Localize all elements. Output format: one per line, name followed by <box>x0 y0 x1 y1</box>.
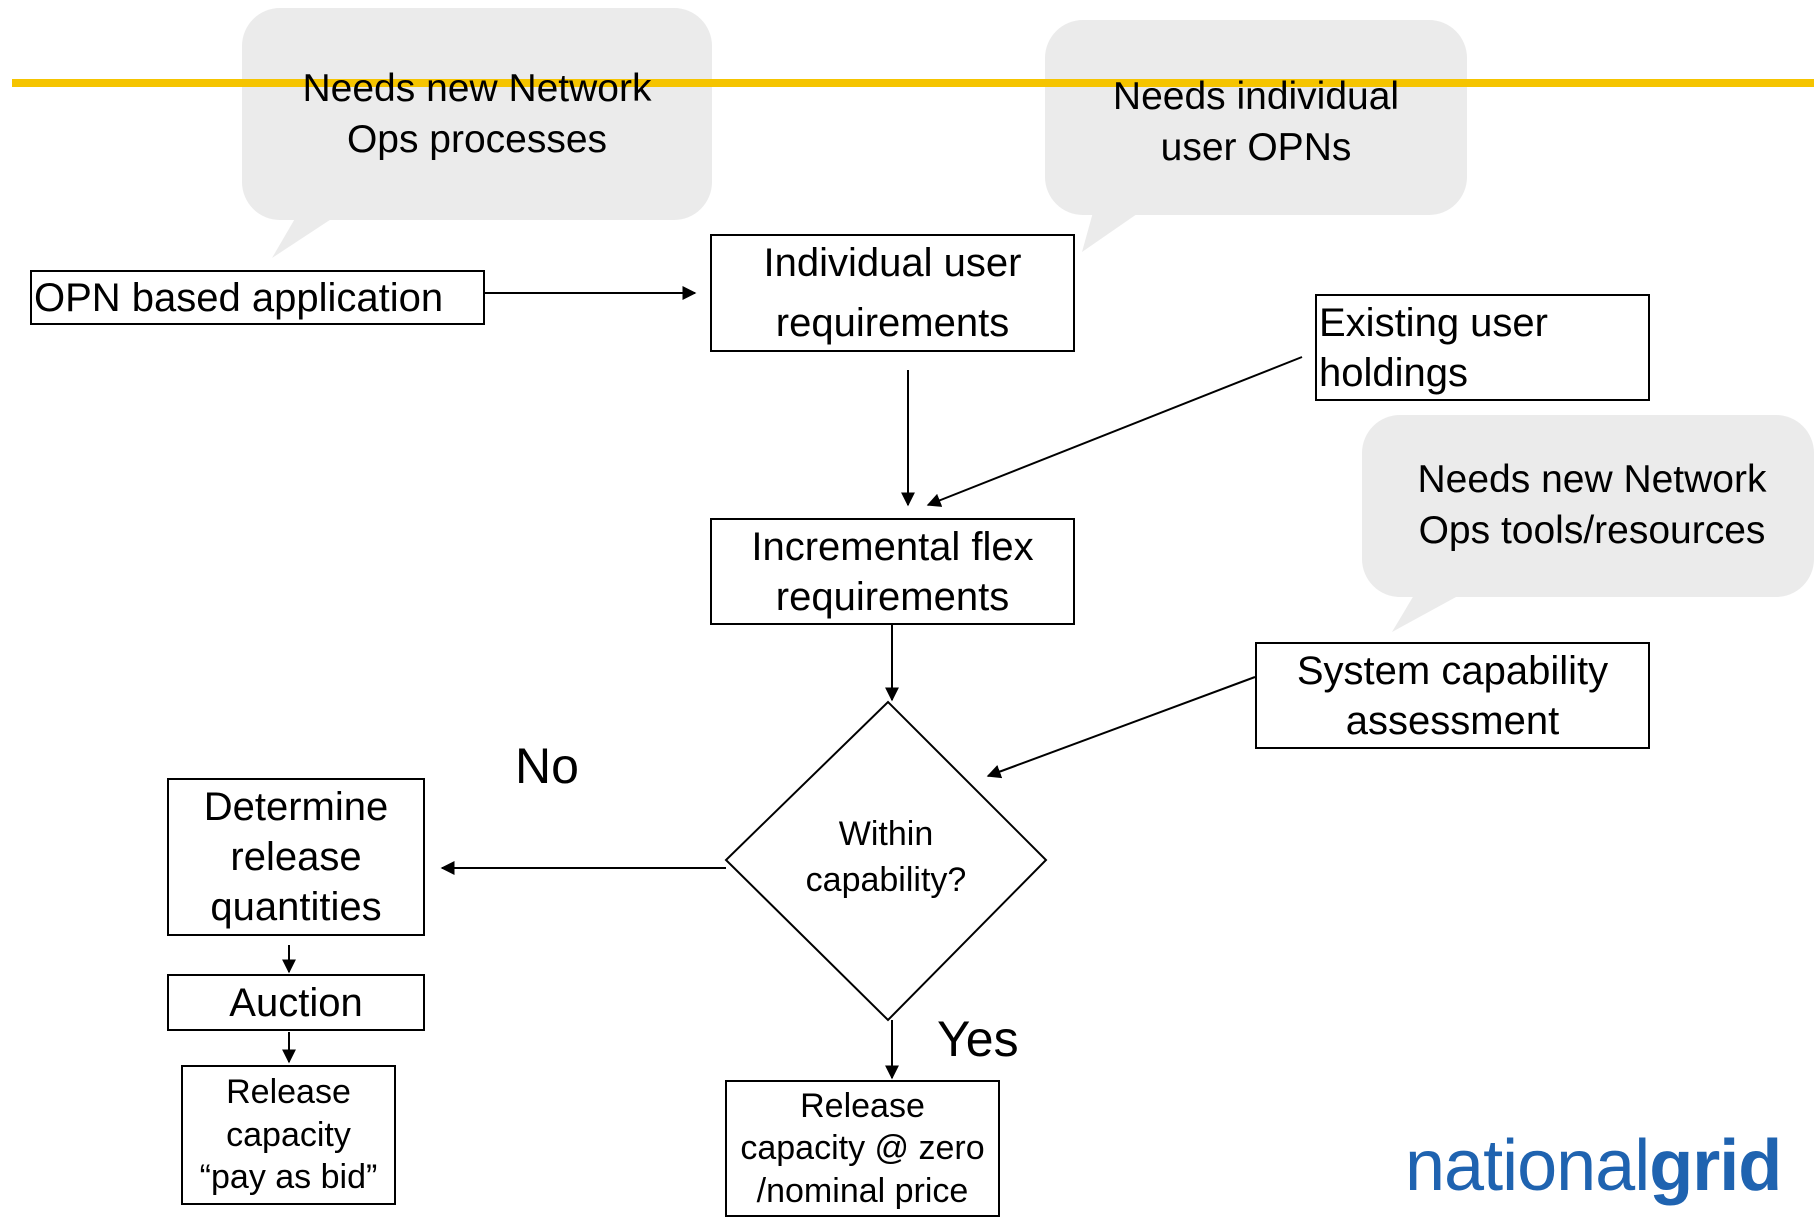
determine-release-label: Determine release quantities <box>203 785 389 929</box>
decision-diamond <box>724 700 1048 1022</box>
callout-processes: Needs new Network Ops processes <box>302 67 652 161</box>
opn-based-application-box: OPN based application <box>30 270 485 325</box>
individual-requirements-label: Individual user requirements <box>763 241 1022 345</box>
existing-holdings-label: Existing user holdings <box>1319 300 1548 395</box>
system-capability-box: System capability assessment <box>1255 642 1650 749</box>
branch-label-no: No <box>515 738 579 794</box>
auction-label: Auction <box>229 980 363 1025</box>
individual-requirements-box: Individual user requirements <box>710 234 1075 352</box>
callout-bubble-processes <box>242 8 712 258</box>
branch-label-yes: Yes <box>937 1011 1019 1067</box>
auction-box: Auction <box>167 974 425 1031</box>
determine-release-box: Determine release quantities <box>167 778 425 936</box>
callout-bubble-tools <box>1362 415 1814 632</box>
arrow-existing-to-incremental <box>926 356 1303 507</box>
release-pay-as-bid-label: Release capacity “pay as bid” <box>199 1073 378 1197</box>
system-capability-label: System capability assessment <box>1296 648 1609 743</box>
release-zero-price-box: Release capacity @ zero /nominal price <box>725 1080 1000 1217</box>
arrow-system-to-decision <box>986 676 1256 779</box>
existing-holdings-box: Existing user holdings <box>1315 294 1650 401</box>
opn-based-application-label: OPN based application <box>34 275 444 320</box>
incremental-requirements-label: Incremental flex requirements <box>751 524 1034 619</box>
callout-tools: Needs new Network Ops tools/resources <box>1417 458 1767 552</box>
release-pay-as-bid-box: Release capacity “pay as bid” <box>181 1065 396 1205</box>
incremental-requirements-box: Incremental flex requirements <box>710 518 1075 625</box>
callout-opns: Needs individual user OPNs <box>1112 75 1400 169</box>
callout-bubble-opns <box>1045 20 1467 252</box>
national-grid-logo: nationalgrid <box>1405 1126 1782 1206</box>
decision-question: Within capability? <box>805 815 967 899</box>
release-zero-price-label: Release capacity @ zero /nominal price <box>740 1086 985 1210</box>
